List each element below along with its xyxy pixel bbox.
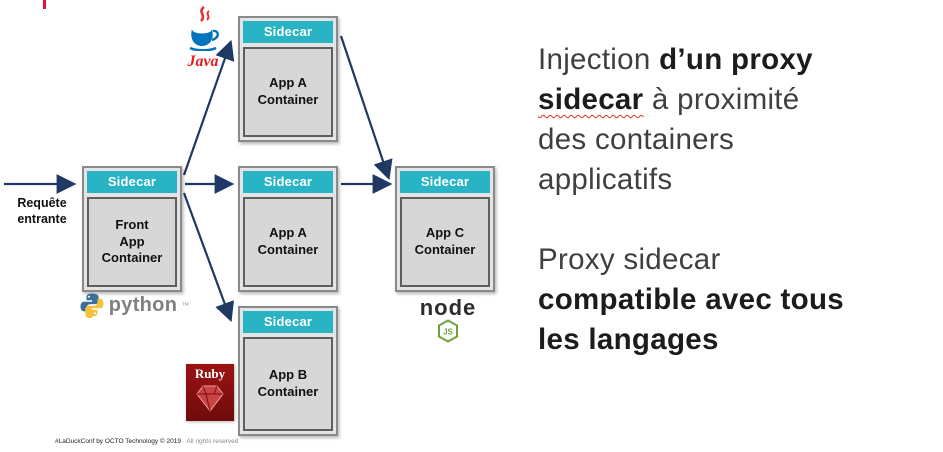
java-wordmark: Java bbox=[187, 53, 219, 70]
sidecar-header: Sidecar bbox=[243, 21, 333, 43]
container-app-a-top: Sidecar App A Container bbox=[238, 16, 338, 142]
arrow-front-to-app-b bbox=[182, 192, 234, 323]
p1-regular-2: à proximité bbox=[643, 83, 800, 116]
app-container-label: App B Container bbox=[243, 337, 333, 431]
container-app-c: Sidecar App C Container bbox=[395, 166, 495, 292]
p1-regular-3: des containers bbox=[538, 123, 735, 156]
p2-bold-2: les langages bbox=[538, 323, 719, 356]
container-front-app: Sidecar Front App Container bbox=[82, 166, 182, 292]
sidecar-header: Sidecar bbox=[400, 171, 490, 193]
p2-bold-1: compatible avec tous bbox=[538, 283, 845, 316]
proxy-paragraph: Proxy sidecar compatible avec tous les lan… bbox=[538, 240, 938, 360]
footer-secondary: · All rights reserved bbox=[182, 438, 239, 445]
java-icon bbox=[189, 5, 219, 52]
arrow-app-a-top-to-app-c bbox=[339, 35, 393, 181]
arrow-front-to-app-a-top bbox=[182, 39, 235, 176]
app-container-label: App A Container bbox=[243, 197, 333, 287]
footer-main: #LaDuckConf by OCTO Technology © 2019 bbox=[55, 438, 181, 445]
injection-paragraph: Injection d’un proxy sidecar à proximité d… bbox=[538, 40, 938, 200]
p1-sidecar-word: sidecar bbox=[538, 83, 644, 116]
python-wordmark: python bbox=[108, 293, 178, 316]
p1-regular-1: Injection bbox=[538, 43, 660, 76]
flow-arrows bbox=[4, 35, 393, 323]
java-logo: Java bbox=[172, 5, 234, 71]
sidecar-header: Sidecar bbox=[87, 171, 177, 193]
sidecar-header: Sidecar bbox=[243, 171, 333, 193]
python-trademark: ™ bbox=[181, 300, 190, 310]
node-wordmark: node bbox=[419, 295, 477, 320]
slide-text-panel: Injection d’un proxy sidecar à proximité d… bbox=[538, 40, 938, 360]
app-container-label: Front App Container bbox=[87, 197, 177, 287]
sidecar-header: Sidecar bbox=[243, 311, 333, 333]
container-app-a-mid: Sidecar App A Container bbox=[238, 166, 338, 292]
footer-credit: #LaDuckConf by OCTO Technology © 2019 · … bbox=[55, 438, 238, 445]
p2-regular-1: Proxy sidecar bbox=[538, 243, 721, 276]
p1-bold-1: d’un proxy bbox=[659, 43, 813, 76]
python-icon bbox=[80, 293, 104, 318]
ruby-wordmark: Ruby bbox=[194, 366, 226, 381]
nodejs-logo: node JS bbox=[402, 297, 494, 348]
ruby-logo: Ruby bbox=[186, 364, 234, 421]
ruby-gem-icon bbox=[196, 385, 224, 412]
incoming-request-label: Requête entrante bbox=[17, 196, 67, 226]
app-container-label: App C Container bbox=[400, 197, 490, 287]
slide-accent-mark bbox=[43, 0, 46, 9]
p1-regular-4: applicatifs bbox=[538, 163, 673, 196]
container-app-b: Sidecar App B Container bbox=[238, 306, 338, 436]
architecture-diagram: Requête entrante Sidecar Front App Conta… bbox=[4, 5, 495, 436]
app-container-label: App A Container bbox=[243, 47, 333, 137]
node-badge-label: JS bbox=[443, 328, 453, 337]
node-hexagon-icon: JS bbox=[438, 319, 458, 343]
